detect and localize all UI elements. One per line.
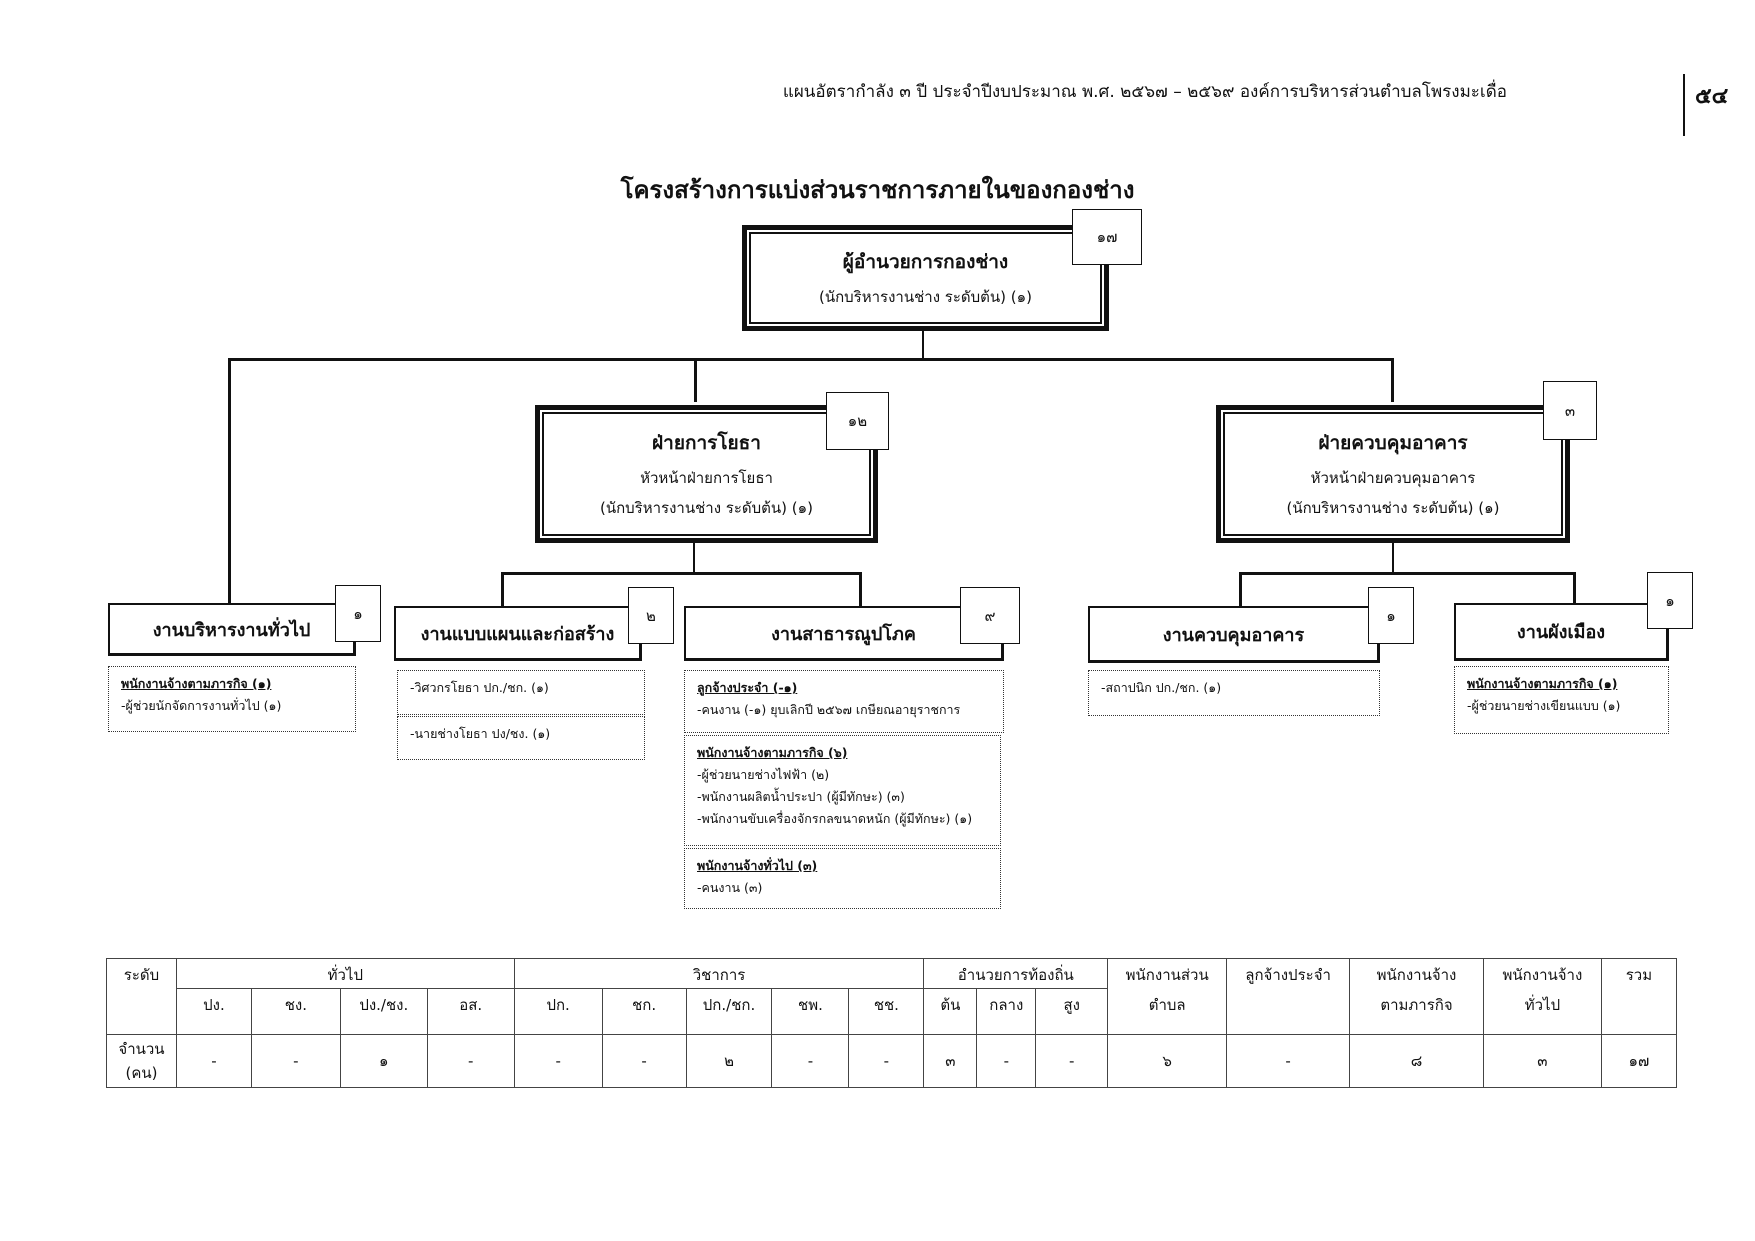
value-cell: - [976, 1033, 1037, 1089]
value-cell: ๘ [1349, 1033, 1484, 1089]
division-count-badge: ๑๒ [826, 392, 889, 450]
staff-item: -พนักงานผลิตน้ำประปา (ผู้มีทักษะ) (๓) [697, 789, 905, 804]
unit-count-badge: ๑ [335, 585, 381, 642]
level-header: ระดับ [106, 958, 177, 1035]
value-cell: - [848, 1033, 925, 1089]
header-line: พนักงานจ้าง [1376, 966, 1457, 984]
header-line: ตามภารกิจ [1380, 996, 1453, 1014]
subheader-cell: กลาง [976, 988, 1037, 1035]
value-cell: - [1035, 1033, 1109, 1089]
subheader-cell: ชช. [848, 988, 925, 1035]
staff-item: -คนงาน (๓) [697, 880, 763, 895]
staff-item: -ผู้ช่วยนายช่างไฟฟ้า (๒) [697, 767, 830, 782]
group-tambon-staff: พนักงานส่วน ตำบล [1107, 958, 1228, 1035]
subheader-cell: ปก. [513, 988, 603, 1035]
row-label: จำนวน (คน) [106, 1033, 177, 1089]
document-header: แผนอัตรากำลัง ๓ ปี ประจำปีงบประมาณ พ.ศ. … [782, 82, 1507, 102]
group-mission-contract: พนักงานจ้าง ตามภารกิจ [1349, 958, 1484, 1035]
division-head: หัวหน้าฝ่ายควบคุมอาคาร [1310, 469, 1476, 487]
subheader-cell: ชพ. [771, 988, 850, 1035]
unit-count-badge: ๒ [628, 587, 674, 644]
staff-heading: พนักงานจ้างตามภารกิจ (๑) [121, 676, 272, 691]
subheader-cell: อส. [426, 988, 515, 1035]
value-cell: - [513, 1033, 603, 1089]
division-count-badge: ๓ [1543, 381, 1597, 440]
header-line: พนักงานจ้าง [1502, 966, 1583, 984]
value-cell: ๖ [1107, 1033, 1228, 1089]
subheader-cell: สูง [1035, 988, 1109, 1035]
value-cell: ๒ [685, 1033, 773, 1089]
staff-item: -พนักงานขับเครื่องจักรกลขนาดหนัก (ผู้มีท… [697, 811, 973, 826]
staff-heading: พนักงานจ้างทั่วไป (๓) [697, 858, 818, 873]
summary-table: ระดับ ทั่วไป วิชาการ อำนวยการท้องถิ่น พน… [106, 957, 1678, 1089]
group-general: ทั่วไป [175, 957, 515, 990]
value-cell: ๑ [339, 1033, 428, 1089]
unit-town-planning: งานผังเมือง [1454, 603, 1669, 661]
director-title: ผู้อำนวยการกองช่าง [842, 251, 1009, 273]
staff-box: พนักงานจ้างตามภารกิจ (๑) -ผู้ช่วยนักจัดก… [108, 666, 356, 732]
value-cell: ๑๗ [1600, 1033, 1678, 1089]
staff-box: พนักงานจ้างตามภารกิจ (๖) -ผู้ช่วยนายช่าง… [684, 735, 1001, 846]
staff-item: -ผู้ช่วยนายช่างเขียนแบบ (๑) [1467, 698, 1621, 713]
staff-item: -นายช่างโยธา ปง/ชง. (๑) [410, 726, 551, 741]
group-permanent: ลูกจ้างประจำ [1226, 958, 1351, 1035]
chart-title: โครงสร้างการแบ่งส่วนราชการภายในของกองช่า… [620, 176, 1135, 204]
director-subtitle: (นักบริหารงานช่าง ระดับต้น) (๑) [818, 288, 1033, 306]
unit-count-badge: ๙ [960, 587, 1020, 644]
unit-building-control: งานควบคุมอาคาร [1088, 606, 1380, 663]
division-title: ฝ่ายควบคุมอาคาร [1318, 432, 1468, 454]
value-cell: - [250, 1033, 341, 1089]
row-label-line: (คน) [125, 1063, 158, 1082]
value-cell: - [1226, 1033, 1351, 1089]
value-cell: - [175, 1033, 252, 1089]
director-count-badge: ๑๗ [1072, 209, 1142, 265]
unit-public-utilities: งานสาธารณูปโภค [684, 606, 1004, 661]
header-line: ตำบล [1148, 996, 1186, 1014]
staff-box: พนักงานจ้างตามภารกิจ (๑) -ผู้ช่วยนายช่าง… [1454, 666, 1669, 734]
subheader-cell: ชง. [250, 988, 341, 1035]
group-general-contract: พนักงานจ้าง ทั่วไป [1482, 958, 1602, 1035]
staff-box: -สถาปนิก ปก./ชก. (๑) [1088, 670, 1380, 716]
group-local-director: อำนวยการท้องถิ่น [923, 957, 1109, 990]
staff-heading: พนักงานจ้างตามภารกิจ (๖) [697, 745, 848, 760]
unit-design-construction: งานแบบแผนและก่อสร้าง [394, 606, 642, 661]
division-building-control: ฝ่ายควบคุมอาคาร หัวหน้าฝ่ายควบคุมอาคาร (… [1216, 405, 1570, 543]
division-position: (นักบริหารงานช่าง ระดับต้น) (๑) [1286, 499, 1500, 517]
staff-item: -วิศวกรโยธา ปก./ชก. (๑) [410, 680, 549, 695]
unit-count-badge: ๑ [1368, 587, 1414, 644]
subheader-cell: ชก. [601, 988, 687, 1035]
staff-box: พนักงานจ้างทั่วไป (๓) -คนงาน (๓) [684, 848, 1001, 909]
division-civil-works: ฝ่ายการโยธา หัวหน้าฝ่ายการโยธา (นักบริหา… [535, 405, 878, 543]
staff-heading: ลูกจ้างประจำ (-๑) [697, 680, 798, 695]
group-total: รวม [1600, 958, 1678, 1035]
unit-general-admin: งานบริหารงานทั่วไป [108, 603, 356, 656]
unit-count-badge: ๑ [1647, 572, 1693, 629]
subheader-cell: ต้น [923, 988, 978, 1035]
header-line: ทั่วไป [1524, 996, 1561, 1014]
director-box: ผู้อำนวยการกองช่าง (นักบริหารงานช่าง ระด… [742, 225, 1109, 331]
value-cell: - [426, 1033, 515, 1089]
staff-item: -คนงาน (-๑) ยุบเลิกปี ๒๕๖๗ เกษียณอายุราช… [697, 702, 961, 717]
staff-item: -สถาปนิก ปก./ชก. (๑) [1101, 680, 1222, 695]
staff-item: -ผู้ช่วยนักจัดการงานทั่วไป (๑) [121, 698, 282, 713]
subheader-cell: ปก./ชก. [685, 988, 773, 1035]
value-cell: - [601, 1033, 687, 1089]
subheader-cell: ปง. [175, 988, 252, 1035]
value-cell: ๓ [923, 1033, 978, 1089]
staff-box: -นายช่างโยธา ปง/ชง. (๑) [397, 716, 645, 760]
page-number: ๕๔ [1695, 84, 1729, 109]
header-line: พนักงานส่วน [1125, 966, 1209, 984]
staff-box: -วิศวกรโยธา ปก./ชก. (๑) [397, 670, 645, 715]
staff-heading: พนักงานจ้างตามภารกิจ (๑) [1467, 676, 1618, 691]
group-academic: วิชาการ [513, 957, 925, 990]
division-title: ฝ่ายการโยธา [652, 432, 761, 454]
staff-box: ลูกจ้างประจำ (-๑) -คนงาน (-๑) ยุบเลิกปี … [684, 670, 1004, 733]
value-cell: ๓ [1482, 1033, 1602, 1089]
header-divider [1683, 74, 1685, 136]
subheader-cell: ปง./ชง. [339, 988, 428, 1035]
division-position: (นักบริหารงานช่าง ระดับต้น) (๑) [599, 499, 814, 517]
division-head: หัวหน้าฝ่ายการโยธา [640, 469, 773, 487]
row-label-line: จำนวน [118, 1039, 165, 1058]
value-cell: - [771, 1033, 850, 1089]
